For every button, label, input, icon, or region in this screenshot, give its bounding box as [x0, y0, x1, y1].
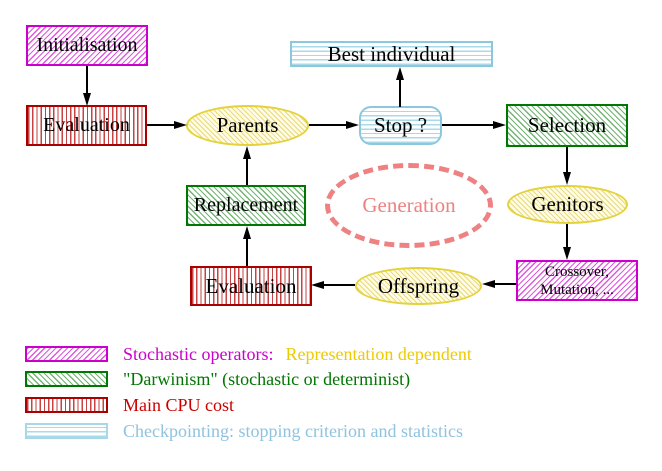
legend-label-representation-dependent: Representation dependent — [285, 344, 472, 364]
node-selection: Selection — [506, 104, 628, 147]
legend-swatch-red-vertical-stripes — [25, 397, 108, 413]
node-stop: Stop ? — [359, 106, 442, 145]
arrow-evaluation-to-replacement-line — [246, 238, 248, 266]
arrow-stop-to-best-individual-line — [399, 79, 401, 107]
node-best-individual: Best individual — [290, 41, 493, 67]
arrow-initialisation-to-evaluation-head — [83, 93, 91, 106]
arrow-genitors-to-crossover-head — [563, 247, 571, 260]
arrow-crossover-to-offspring-head — [482, 280, 495, 288]
node-replacement: Replacement — [186, 185, 306, 226]
legend-label-stochastic-operators: Stochastic operators: — [123, 344, 274, 364]
arrow-selection-to-genitors-line — [566, 147, 568, 173]
arrow-replacement-to-parents-head — [243, 146, 251, 159]
arrow-parents-to-stop-head — [346, 121, 359, 129]
legend-label-darwinism: "Darwinism" (stochastic or determinist) — [123, 369, 411, 389]
arrow-evaluation-to-parents-line — [147, 124, 174, 126]
arrow-evaluation-to-parents-head — [174, 121, 187, 129]
arrow-selection-to-genitors-head — [563, 172, 571, 185]
node-initialisation: Initialisation — [26, 25, 148, 66]
arrow-replacement-to-parents-line — [246, 158, 248, 185]
arrow-parents-to-stop-line — [309, 124, 346, 126]
arrow-evaluation-to-replacement-head — [243, 226, 251, 239]
arrow-stop-to-selection-head — [493, 121, 506, 129]
arrow-offspring-to-evaluation-head — [311, 281, 324, 289]
arrow-stop-to-selection-line — [442, 124, 493, 126]
arrow-offspring-to-evaluation-line — [323, 284, 355, 286]
legend-label-checkpointing: Checkpointing: stopping criterion and st… — [123, 421, 463, 441]
arrow-initialisation-to-evaluation-line — [86, 66, 88, 94]
legend-swatch-cyan-horizontal-stripes — [25, 423, 108, 439]
node-crossover-mutation: Crossover, Mutation, ... — [516, 260, 638, 301]
arrow-stop-to-best-individual-head — [396, 67, 404, 80]
legend-swatch-magenta-diagonal-hatch — [25, 346, 108, 362]
crossover-label-line2: Mutation, ... — [540, 281, 614, 298]
node-offspring: Offspring — [355, 267, 482, 305]
node-evaluation-bottom: Evaluation — [190, 266, 312, 306]
node-genitors: Genitors — [507, 185, 628, 224]
legend-swatch-green-diagonal-hatch — [25, 371, 108, 387]
node-evaluation-top: Evaluation — [26, 105, 147, 146]
node-parents: Parents — [186, 105, 309, 146]
crossover-label-line1: Crossover, — [545, 263, 609, 280]
legend-item-stochastic-operators: Stochastic operators: Representation depe… — [123, 344, 472, 365]
arrow-genitors-to-crossover-line — [566, 224, 568, 248]
legend-label-main-cpu-cost: Main CPU cost — [123, 395, 235, 415]
arrow-crossover-to-offspring-line — [494, 283, 516, 285]
node-generation: Generation — [325, 163, 493, 248]
